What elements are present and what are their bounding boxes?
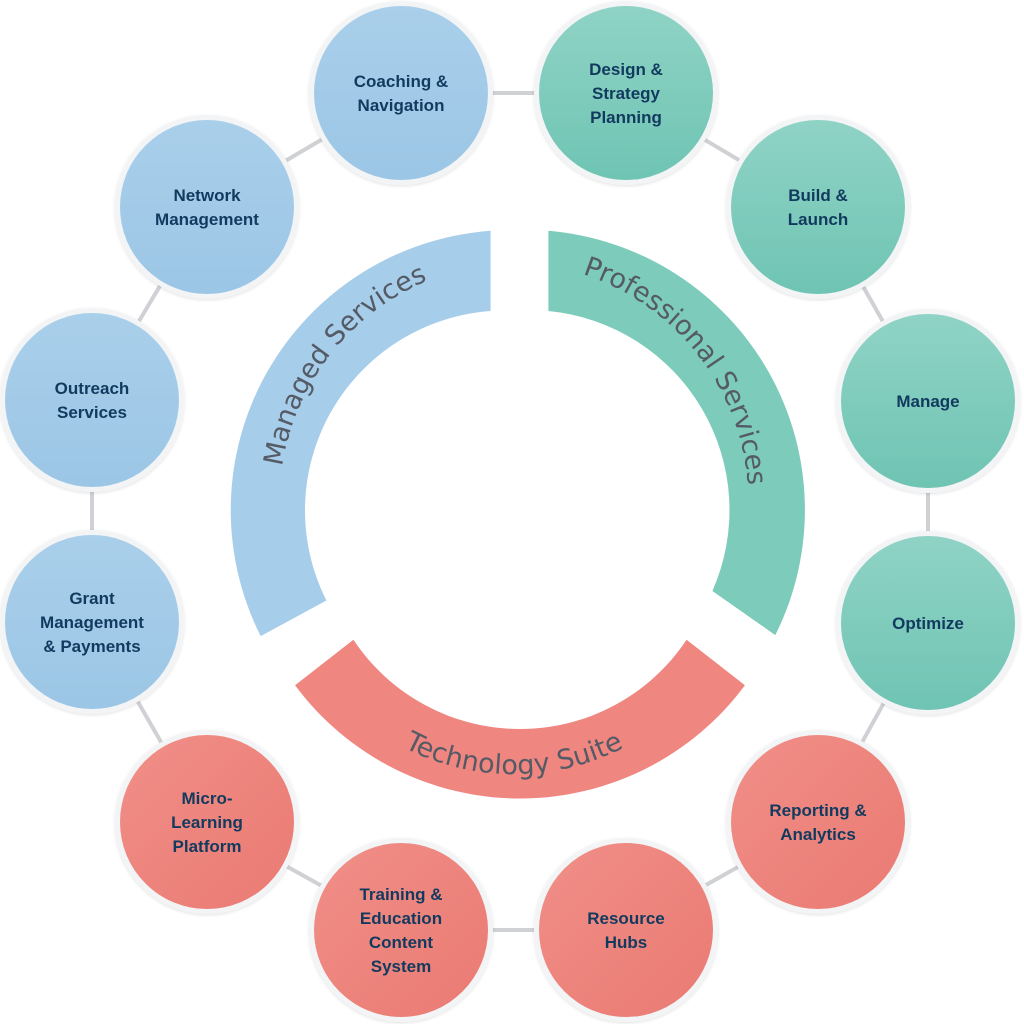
node-circle	[841, 536, 1015, 710]
node-label-line: Education	[360, 909, 442, 928]
node-label-line: Services	[57, 403, 127, 422]
node-label: Build & Launch	[788, 186, 848, 229]
node-label-line: Build &	[788, 186, 848, 205]
node-label-line: Outreach	[55, 379, 130, 398]
node-label-line: Reporting &	[769, 801, 866, 820]
node-label-line: Training &	[359, 885, 442, 904]
node-build: Build & Launch	[726, 115, 910, 299]
node-label-line: Hubs	[605, 933, 648, 952]
node-circle	[539, 843, 713, 1017]
node-label-line: Analytics	[780, 825, 856, 844]
node-label-line: Grant	[69, 589, 115, 608]
node-circle	[120, 735, 294, 909]
node-label-line: Network	[173, 186, 241, 205]
node-label-line: Platform	[173, 837, 242, 856]
node-reporting: Reporting & Analytics	[726, 730, 910, 914]
node-circle	[539, 6, 713, 180]
node-label: Manage	[896, 392, 959, 411]
node-circle	[314, 843, 488, 1017]
node-label-line: & Payments	[43, 637, 140, 656]
technology-suite-arc	[295, 639, 745, 799]
node-label: Coaching & Navigation	[354, 72, 448, 115]
node-label-line: Resource	[587, 909, 664, 928]
professional-services-arc	[548, 230, 805, 636]
node-label-line: Content	[369, 933, 434, 952]
managed-services-arc	[230, 230, 491, 637]
node-circle	[5, 313, 179, 487]
node-circle	[841, 314, 1015, 488]
node-circle	[731, 735, 905, 909]
arc-bands	[230, 230, 805, 799]
node-circle	[314, 6, 488, 180]
node-circle	[731, 120, 905, 294]
node-label-line: Design &	[589, 60, 663, 79]
node-label-line: System	[371, 957, 431, 976]
node-label-line: Learning	[171, 813, 243, 832]
node-circle	[5, 535, 179, 709]
node-manage: Manage	[836, 309, 1020, 493]
node-label-line: Strategy	[592, 84, 661, 103]
node-optimize: Optimize	[836, 531, 1020, 715]
node-label-line: Planning	[590, 108, 662, 127]
node-label-line: Navigation	[358, 96, 445, 115]
node-label-line: Management	[155, 210, 259, 229]
node-circle	[120, 120, 294, 294]
node-label-line: Launch	[788, 210, 848, 229]
node-label-line: Manage	[896, 392, 959, 411]
node-label: Optimize	[892, 614, 964, 633]
node-coaching: Coaching & Navigation	[309, 1, 493, 185]
node-label: Reporting & Analytics	[769, 801, 866, 844]
node-label-line: Management	[40, 613, 144, 632]
node-label-line: Micro-	[182, 789, 233, 808]
node-label-line: Coaching &	[354, 72, 448, 91]
node-label-line: Optimize	[892, 614, 964, 633]
